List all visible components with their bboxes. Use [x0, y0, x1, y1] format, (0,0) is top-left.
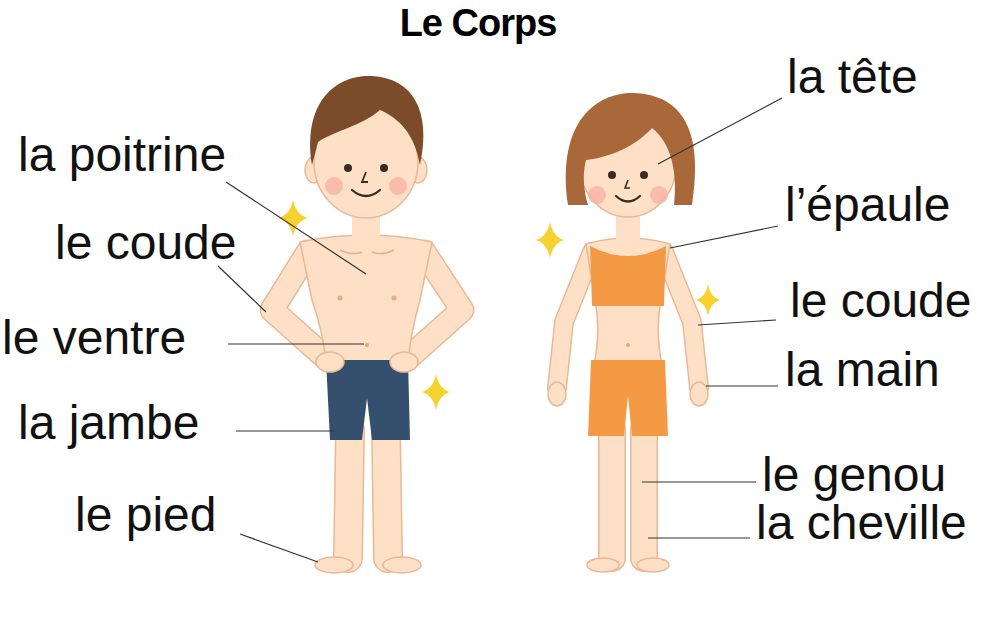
boy-torso — [300, 235, 432, 365]
leader-line — [698, 320, 776, 325]
part-label: la main — [785, 346, 940, 394]
mouth — [616, 196, 640, 202]
girl-arm — [664, 252, 699, 388]
leader-line — [648, 537, 750, 538]
boy-leg — [348, 430, 350, 558]
girl-top — [590, 246, 666, 306]
leader-lines — [218, 98, 782, 562]
girl-arm — [557, 252, 592, 388]
boy-leg — [386, 430, 388, 558]
boy-leg — [348, 430, 350, 558]
leader-line — [218, 266, 266, 312]
sparkles — [278, 200, 720, 410]
eye — [380, 164, 388, 172]
girl-arm — [664, 252, 699, 388]
cheek — [650, 186, 668, 204]
eye — [344, 164, 352, 172]
girl-hand — [690, 382, 708, 406]
leader-line — [642, 481, 756, 482]
leader-line — [228, 343, 364, 344]
leader-line — [236, 430, 334, 431]
boy-hand — [390, 352, 418, 372]
girl-leg — [600, 430, 625, 558]
navel — [626, 343, 630, 347]
eye — [608, 171, 616, 179]
part-label: l’épaule — [785, 181, 950, 229]
cheek — [325, 177, 343, 195]
nipple — [338, 296, 343, 301]
girl-leg — [598, 430, 626, 558]
leader-line — [226, 182, 366, 274]
part-label: le coude — [55, 219, 236, 267]
nipple — [392, 296, 397, 301]
boy-leg — [386, 430, 388, 558]
girl-hair — [566, 93, 695, 205]
collarbone — [340, 250, 394, 254]
mouth — [352, 190, 380, 196]
girl-hand — [548, 382, 566, 406]
sparkle — [422, 374, 450, 410]
leader-line — [706, 385, 778, 386]
sparkle — [536, 222, 564, 258]
navel — [365, 343, 369, 347]
leader-line — [240, 534, 318, 562]
part-label: le coude — [790, 277, 971, 325]
girl-foot — [637, 558, 669, 572]
girl-arm — [557, 252, 592, 388]
eye — [640, 171, 648, 179]
cheek — [588, 186, 606, 204]
leader-line — [670, 226, 778, 248]
part-label: le ventre — [2, 314, 186, 362]
sparkle — [696, 284, 720, 316]
leader-line — [658, 98, 782, 164]
girl-figure — [548, 93, 708, 572]
boy-hand — [316, 352, 344, 372]
cheek — [389, 177, 407, 195]
boy-hair — [310, 76, 423, 165]
part-label: la jambe — [18, 399, 199, 447]
part-label: la tête — [787, 53, 918, 101]
nose — [362, 172, 368, 182]
boy-foot — [315, 557, 353, 573]
part-label: la poitrine — [18, 131, 226, 179]
girl-foot — [587, 558, 619, 572]
sparkle — [278, 200, 308, 236]
girl-torso — [586, 238, 670, 365]
girl-leg — [632, 430, 657, 558]
boy-foot — [383, 557, 421, 573]
girl-leg — [630, 430, 658, 558]
nose — [625, 180, 630, 188]
boy-figure — [272, 76, 462, 573]
part-label: la cheville — [756, 499, 967, 547]
boy-shorts — [326, 360, 410, 440]
diagram-title: Le Corps — [378, 4, 578, 42]
part-label: le pied — [75, 491, 216, 539]
girl-shorts — [588, 360, 668, 436]
part-label: le genou — [762, 451, 946, 499]
